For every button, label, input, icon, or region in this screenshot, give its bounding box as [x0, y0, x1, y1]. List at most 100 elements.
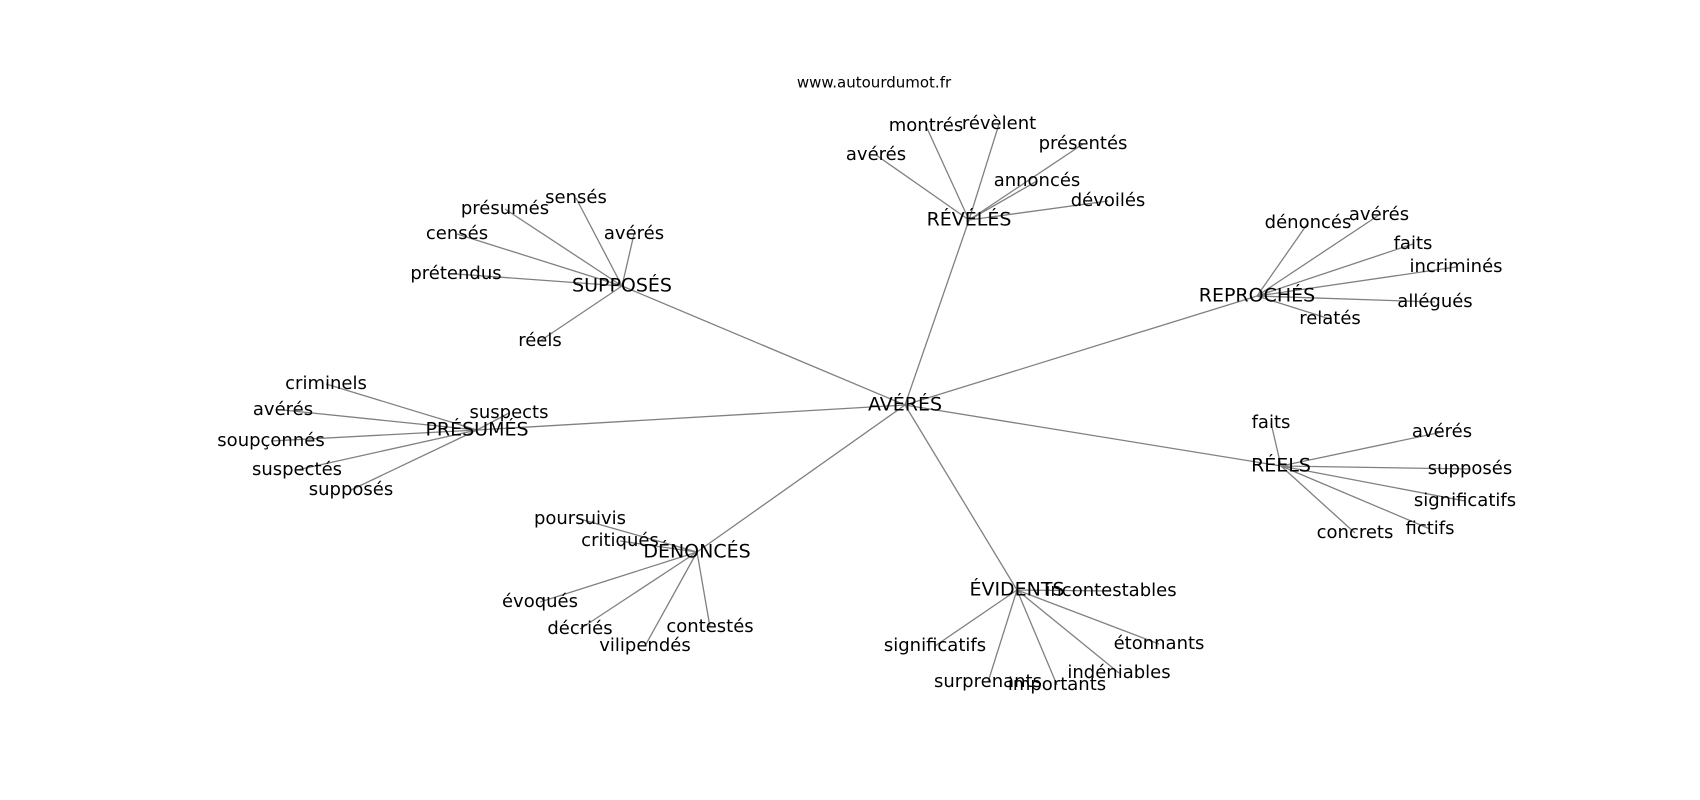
leaf-node-1-1[interactable]: sensés — [545, 187, 607, 208]
edge-0-2 — [875, 154, 970, 221]
leaf-node-2-3[interactable]: incriminés — [1409, 256, 1502, 277]
leaf-node-1-0[interactable]: présumés — [461, 198, 549, 219]
leaf-node-4-4[interactable]: concrets — [1317, 522, 1394, 543]
edge-0-4 — [968, 180, 1038, 221]
leaf-node-0-5[interactable]: dévoilés — [1071, 190, 1146, 211]
center-node[interactable]: AVÉRÉS — [868, 393, 942, 416]
edge-2-3 — [1256, 266, 1457, 297]
leaf-node-2-5[interactable]: relatés — [1299, 308, 1361, 329]
leaf-node-5-1[interactable]: critiqués — [581, 530, 659, 551]
edge-center-6 — [904, 404, 1018, 591]
hub-node-5[interactable]: DÉNONCÉS — [643, 540, 750, 563]
edge-5-0 — [579, 518, 698, 553]
leaf-node-6-0[interactable]: incontestables — [1045, 580, 1176, 601]
edge-center-4 — [904, 404, 1282, 467]
leaf-node-3-3[interactable]: soupçonnés — [217, 430, 324, 451]
edge-0-5 — [968, 200, 1109, 221]
leaf-node-5-3[interactable]: décriés — [547, 618, 612, 639]
edge-0-0 — [925, 125, 970, 221]
edge-6-1 — [934, 589, 1018, 647]
edge-6-3 — [1016, 589, 1120, 674]
leaf-node-0-2[interactable]: avérés — [846, 144, 906, 165]
edge-5-2 — [539, 551, 698, 603]
leaf-node-4-2[interactable]: supposés — [1428, 458, 1512, 479]
leaf-node-5-5[interactable]: vilipendés — [599, 635, 690, 656]
edge-3-4 — [296, 429, 478, 471]
hub-node-0[interactable]: RÉVÉLÉS — [927, 208, 1012, 231]
edge-4-0 — [1270, 422, 1282, 467]
leaf-node-2-0[interactable]: dénoncés — [1265, 212, 1352, 233]
leaf-node-3-0[interactable]: criminels — [285, 373, 367, 394]
leaf-node-1-4[interactable]: prétendus — [410, 263, 501, 284]
leaf-node-5-2[interactable]: évoqués — [502, 591, 578, 612]
edge-4-5 — [1280, 465, 1431, 530]
edge-4-4 — [1280, 465, 1356, 534]
edge-1-0 — [504, 208, 623, 287]
edge-center-0 — [904, 219, 970, 406]
leaf-node-5-4[interactable]: contestés — [666, 616, 753, 637]
graph-edges — [270, 123, 1471, 686]
edge-4-1 — [1280, 431, 1443, 467]
leaf-node-6-4[interactable]: surprenants — [934, 671, 1042, 692]
edge-2-5 — [1256, 295, 1331, 320]
edge-4-3 — [1280, 465, 1466, 502]
edge-6-0 — [1016, 589, 1112, 592]
leaf-node-3-2[interactable]: suspects — [470, 402, 549, 423]
hub-node-3[interactable]: PRÉSUMÉS — [425, 418, 528, 441]
edge-0-3 — [968, 143, 1084, 221]
leaf-node-2-4[interactable]: allégués — [1397, 291, 1472, 312]
leaf-node-4-3[interactable]: significatifs — [1414, 490, 1516, 511]
hub-node-6[interactable]: ÉVIDENTS — [969, 578, 1064, 601]
leaf-node-1-2[interactable]: censés — [426, 223, 488, 244]
leaf-node-6-1[interactable]: significatifs — [884, 635, 986, 656]
leaf-node-3-4[interactable]: suspectés — [252, 459, 342, 480]
edge-center-2 — [904, 295, 1258, 406]
edge-center-1 — [621, 285, 906, 406]
edge-3-0 — [325, 383, 478, 431]
leaf-node-5-0[interactable]: poursuivis — [534, 508, 626, 529]
edge-1-4 — [455, 273, 623, 287]
leaf-node-1-3[interactable]: avérés — [604, 223, 664, 244]
leaf-node-6-2[interactable]: étonnants — [1114, 633, 1205, 654]
site-url[interactable]: www.autourdumot.fr — [797, 74, 952, 92]
edge-2-1 — [1256, 214, 1380, 297]
leaf-node-4-5[interactable]: fictifs — [1405, 518, 1454, 539]
leaf-node-2-2[interactable]: faits — [1394, 233, 1433, 254]
edge-center-5 — [696, 404, 906, 553]
edge-2-0 — [1256, 222, 1309, 297]
edge-2-4 — [1256, 295, 1436, 303]
edge-6-5 — [1016, 589, 1058, 686]
leaf-node-0-0[interactable]: montrés — [889, 115, 963, 136]
edge-1-5 — [539, 285, 623, 342]
hub-node-2[interactable]: REPROCHÉS — [1199, 284, 1315, 307]
leaf-node-0-1[interactable]: révèlent — [962, 113, 1036, 134]
edge-3-5 — [350, 429, 478, 491]
edge-2-2 — [1256, 243, 1414, 297]
edge-0-1 — [968, 123, 1000, 221]
hub-node-4[interactable]: RÉELS — [1251, 454, 1311, 477]
edge-1-3 — [621, 233, 635, 287]
leaf-node-1-5[interactable]: réels — [518, 330, 562, 351]
leaf-node-3-1[interactable]: avérés — [253, 399, 313, 420]
leaf-node-0-3[interactable]: présentés — [1039, 133, 1128, 154]
edge-4-2 — [1280, 465, 1471, 470]
edge-1-2 — [456, 233, 623, 287]
edge-6-2 — [1016, 589, 1160, 645]
edge-1-1 — [575, 197, 623, 287]
leaf-node-2-1[interactable]: avérés — [1349, 204, 1409, 225]
leaf-node-6-5[interactable]: importants — [1008, 674, 1106, 695]
edge-5-5 — [644, 551, 698, 647]
edge-center-3 — [476, 404, 906, 431]
edge-5-1 — [619, 540, 698, 553]
edge-3-1 — [282, 409, 478, 431]
leaf-node-4-0[interactable]: faits — [1252, 412, 1291, 433]
hub-node-1[interactable]: SUPPOSÉS — [572, 274, 672, 297]
edge-3-3 — [270, 429, 478, 442]
edge-6-4 — [987, 589, 1018, 683]
leaf-node-3-5[interactable]: supposés — [309, 479, 393, 500]
leaf-node-6-3[interactable]: indéniables — [1067, 662, 1170, 683]
leaf-node-0-4[interactable]: annoncés — [994, 170, 1081, 191]
leaf-node-4-1[interactable]: avérés — [1412, 421, 1472, 442]
